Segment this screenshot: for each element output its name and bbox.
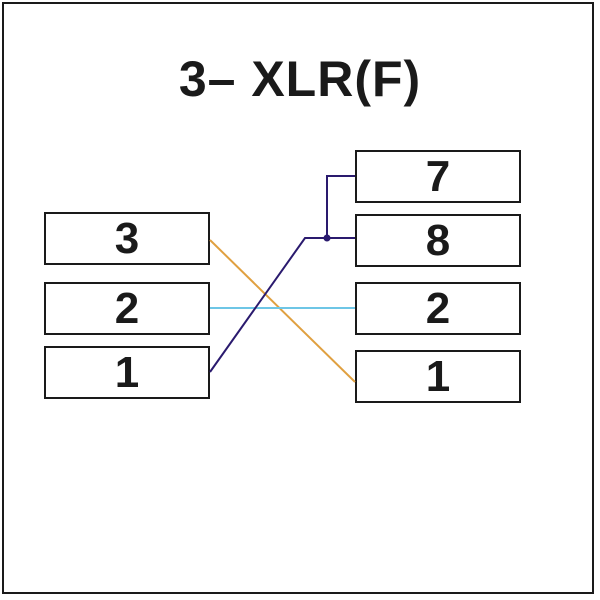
right-pin-1: 1 [355, 350, 521, 403]
left-pin-1: 1 [44, 346, 210, 399]
left-pin-3: 3 [44, 212, 210, 265]
right-pin-8: 8 [355, 214, 521, 267]
left-pin-2: 2 [44, 282, 210, 335]
right-pin-7: 7 [355, 150, 521, 203]
diagram-title: 3– XLR(F) [178, 51, 422, 107]
diagram-frame [2, 2, 594, 594]
wire-3-to-1 [209, 239, 356, 383]
wire-1-to-8 [209, 237, 355, 373]
wire-junction-to-7 [326, 175, 355, 238]
wire-junction-dot [323, 234, 331, 242]
right-pin-2: 2 [355, 282, 521, 335]
